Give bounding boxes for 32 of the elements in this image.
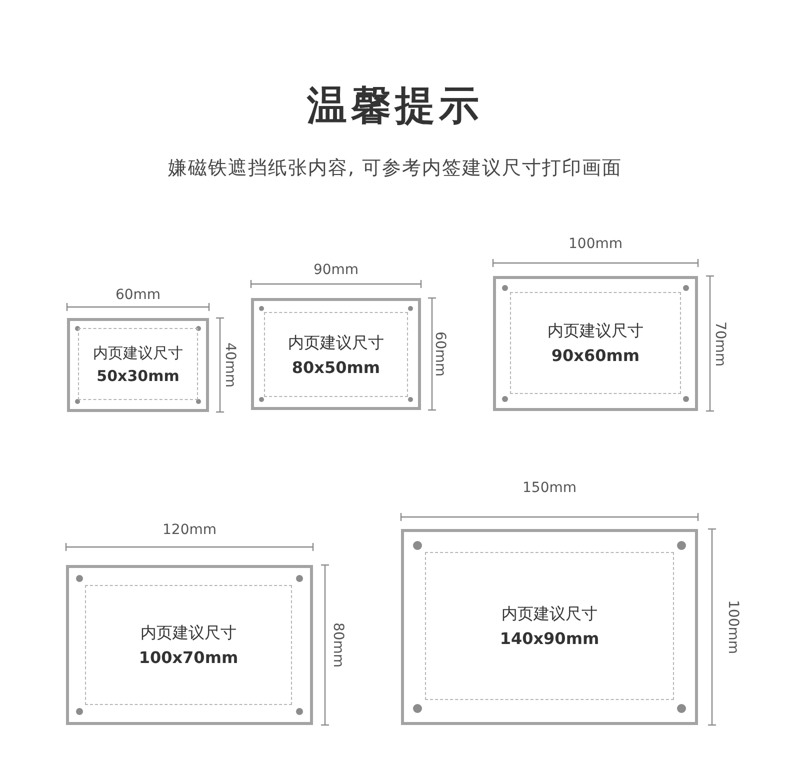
area-label: 内页建议尺寸 <box>502 604 598 625</box>
print-area <box>78 328 198 400</box>
print-area <box>510 292 681 394</box>
frame-plate <box>493 276 698 411</box>
frame-plate <box>401 529 698 725</box>
size-text: 80x50mm <box>292 358 380 376</box>
dimension-label: 90mm <box>313 262 359 278</box>
print-area <box>425 552 674 700</box>
print-area <box>264 312 408 397</box>
dimension-label: 120mm <box>162 522 216 538</box>
size-text: 50x30mm <box>96 366 180 384</box>
dimension-label: 60mm <box>115 287 161 303</box>
frame-plate <box>251 298 421 410</box>
area-label: 内页建议尺寸 <box>140 623 236 644</box>
size-text: 90x60mm <box>551 346 640 365</box>
dimension-label: 150mm <box>522 480 576 496</box>
size-text: 100x70mm <box>138 648 238 667</box>
dimension-label: 100mm <box>725 600 741 654</box>
print-area <box>85 585 292 705</box>
area-label: 内页建议尺寸 <box>288 332 384 354</box>
title: 温馨提示 <box>306 82 484 131</box>
dimension-label: 40mm <box>222 342 238 388</box>
caption: 嫌磁铁遮挡纸张内容, 可参考内签建议尺寸打印画面 <box>166 156 624 181</box>
dimension-label: 60mm <box>432 331 448 377</box>
dimension-label: 100mm <box>568 236 622 252</box>
dimension-label: 70mm <box>712 320 728 366</box>
frame-plate <box>66 565 313 725</box>
area-label: 内页建议尺寸 <box>548 321 644 342</box>
size-text: 140x90mm <box>500 629 600 648</box>
area-label: 内页建议尺寸 <box>93 344 183 362</box>
frame-plate <box>67 318 209 412</box>
dimension-label: 80mm <box>330 622 346 668</box>
